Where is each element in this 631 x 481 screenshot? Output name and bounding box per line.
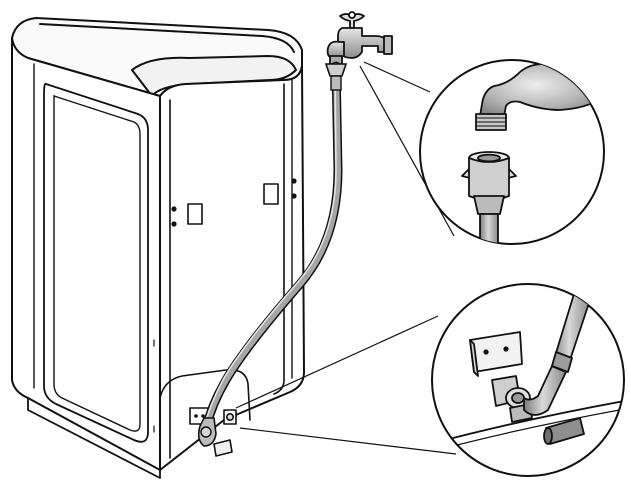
hose-top-connector <box>324 63 348 77</box>
washing-machine <box>11 17 305 479</box>
hose-highlight <box>204 69 337 425</box>
detail-hose-band <box>551 351 573 373</box>
inlet-hose-icon <box>197 61 348 447</box>
hose-body <box>203 63 342 431</box>
hose-top-ferrule <box>330 75 342 91</box>
machine-rear-panel <box>159 65 305 471</box>
detail-machine-edge <box>432 399 624 445</box>
faucet-wall-flange <box>383 35 393 55</box>
detail-bracket-plate <box>469 331 523 373</box>
inlet-valve-small <box>189 407 237 425</box>
machine-base <box>27 397 161 479</box>
rear-foot <box>213 439 233 457</box>
transport-holes-right <box>291 178 297 199</box>
thread-lines <box>476 117 506 127</box>
detail-bracket-side <box>469 339 479 377</box>
rear-vent-left <box>187 203 203 225</box>
detail-machine-connection <box>431 283 625 477</box>
faucet-body <box>337 27 389 59</box>
faucet-spout <box>326 40 345 59</box>
rear-vent-right <box>263 183 279 205</box>
detail-connector-collar <box>473 195 505 215</box>
detail-connector-body <box>468 157 510 201</box>
faucet-icon <box>326 11 393 65</box>
detail-faucet-connection <box>419 59 605 245</box>
side-panel-inner-frame <box>53 94 141 432</box>
side-panel-frame <box>43 82 149 443</box>
detail-hose <box>479 213 499 244</box>
hose-bottom-nut <box>200 426 212 438</box>
transport-holes-left <box>171 206 177 227</box>
machine-top-back-edge <box>39 23 295 53</box>
rear-lower-bulge <box>159 368 251 421</box>
